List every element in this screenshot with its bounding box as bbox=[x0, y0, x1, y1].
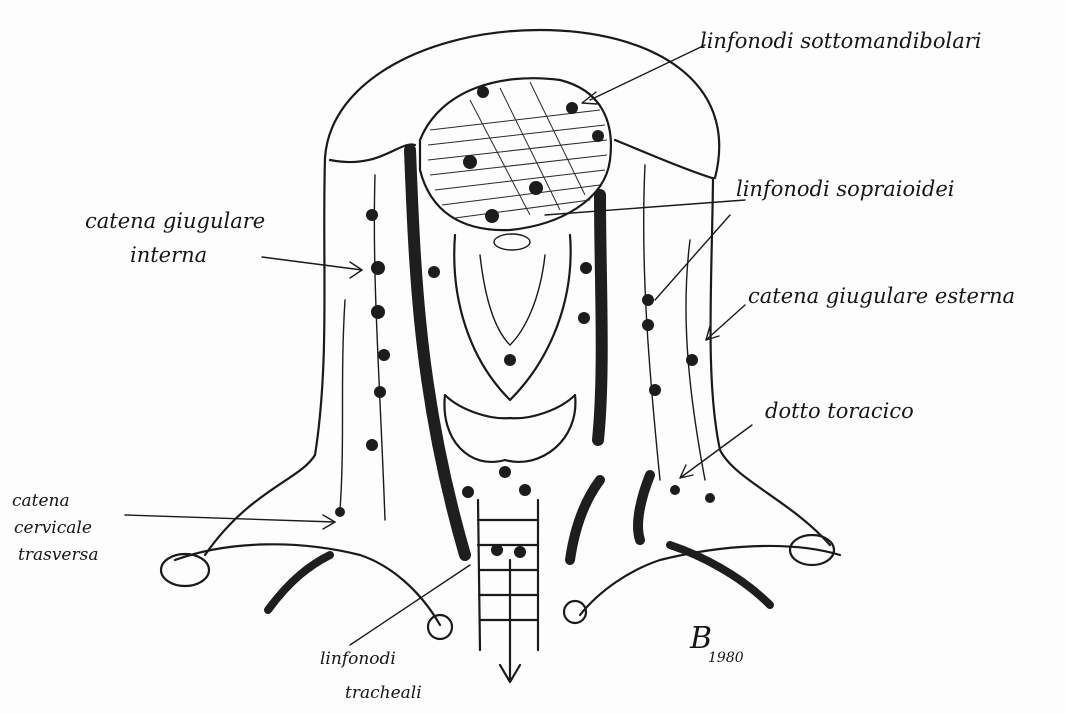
subclavian-right bbox=[670, 545, 770, 605]
thoracic-duct-vessel bbox=[638, 475, 650, 540]
thyroid-gland bbox=[444, 395, 575, 462]
brachiocephalic-right bbox=[570, 480, 600, 560]
larynx-outline bbox=[454, 235, 570, 400]
leader-sopraioidei-2 bbox=[655, 215, 730, 300]
clavicle-end-left bbox=[428, 615, 452, 639]
leader-tracheali bbox=[350, 565, 470, 645]
thyroid-cartilage bbox=[480, 255, 545, 345]
internal-jugular-left bbox=[410, 150, 465, 555]
label-sopraioidei: linfonodi sopraioidei bbox=[736, 177, 954, 201]
shoulder-right bbox=[790, 535, 834, 565]
label-tracheali-line1: linfonodi bbox=[320, 649, 396, 669]
leader-giugulare-esterna bbox=[706, 305, 745, 340]
clavicle-left bbox=[175, 544, 440, 625]
trachea-outline bbox=[478, 500, 538, 650]
tracheal-rings bbox=[478, 520, 538, 620]
neck-right-outline bbox=[711, 178, 831, 545]
leader-lines bbox=[125, 45, 752, 645]
label-sottomandibolari: linfonodi sottomandibolari bbox=[700, 29, 982, 53]
label-giugulare-interna-line1: catena giugulare bbox=[85, 209, 265, 233]
label-dotto-toracico: dotto toracico bbox=[765, 399, 914, 423]
leader-cervicale bbox=[125, 515, 335, 522]
label-tracheali-line2: tracheali bbox=[345, 683, 422, 703]
external-jugular-left bbox=[374, 175, 385, 520]
internal-jugular-right bbox=[598, 195, 602, 440]
label-cervicale-line2: cervicale bbox=[14, 518, 92, 538]
label-cervicale-line3: trasversa bbox=[18, 545, 98, 565]
leader-sottomandibolari bbox=[590, 45, 705, 100]
hyoid-bone bbox=[494, 234, 530, 250]
lymph-chain-left-outer bbox=[340, 300, 345, 510]
mandible-inner-outline bbox=[330, 140, 712, 178]
submandibular-region bbox=[420, 78, 611, 230]
shoulder-left bbox=[161, 554, 209, 586]
leader-giugulare-interna bbox=[262, 257, 362, 270]
clavicle-right bbox=[580, 546, 840, 615]
label-giugulare-esterna: catena giugulare esterna bbox=[748, 284, 1015, 308]
signature-year: 1980 bbox=[708, 650, 744, 666]
subclavian-left bbox=[268, 555, 330, 610]
label-giugulare-interna-line2: interna bbox=[130, 243, 207, 267]
submandibular-hatching bbox=[428, 82, 607, 218]
label-cervicale-line1: catena bbox=[12, 491, 70, 511]
